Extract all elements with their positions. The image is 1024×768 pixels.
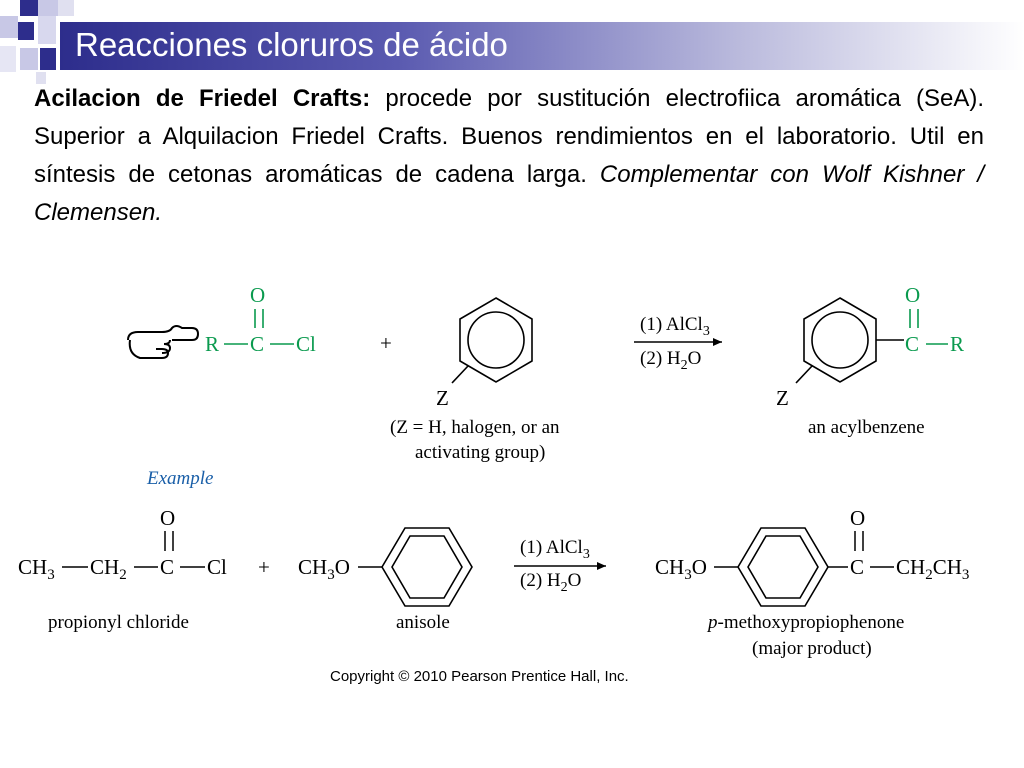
- svg-text:(1) AlCl3: (1) AlCl3: [520, 537, 590, 562]
- decor-square: [58, 0, 74, 16]
- slide-title: Reacciones cloruros de ácido: [75, 26, 508, 63]
- product-carbonyl-oxygen: O: [905, 283, 920, 307]
- decor-square: [18, 22, 34, 40]
- decor-square: [40, 48, 56, 70]
- svg-text:O: O: [160, 506, 175, 530]
- pointing-hand-icon: [127, 325, 200, 359]
- acyl-chloride-general: O R C Cl: [205, 283, 316, 356]
- conditions-example: (1) AlCl3 (2) H2O: [514, 537, 606, 595]
- product-r-group: R: [950, 332, 964, 356]
- plus-sign: +: [380, 331, 392, 355]
- svg-text:Cl: Cl: [207, 555, 227, 579]
- body-bold-lead: Acilacion de Friedel Crafts:: [34, 85, 371, 112]
- decor-square: [20, 0, 38, 16]
- methoxypropiophenone: CH3O O C CH2CH3: [655, 506, 969, 607]
- svg-text:(2) H2O: (2) H2O: [640, 348, 701, 373]
- chlorine: Cl: [296, 332, 316, 356]
- acylbenzene-product: [795, 297, 904, 384]
- arene-note-1: (Z = H, halogen, or an: [390, 417, 560, 438]
- decor-square: [38, 0, 58, 16]
- z-substituent: Z: [436, 386, 449, 410]
- copyright-notice: Copyright © 2010 Pearson Prentice Hall, …: [330, 668, 629, 685]
- anisole-name: anisole: [396, 612, 450, 633]
- product-carbonyl-carbon: C: [905, 332, 919, 356]
- decor-square: [20, 48, 38, 70]
- svg-text:(1) AlCl3: (1) AlCl3: [640, 314, 710, 339]
- svg-text:CH2: CH2: [90, 555, 127, 583]
- example-label: Example: [146, 468, 213, 489]
- svg-text:C: C: [160, 555, 174, 579]
- anisole: CH3O: [298, 527, 473, 607]
- carbonyl-carbon: C: [250, 332, 264, 356]
- body-paragraph: Acilacion de Friedel Crafts: procede por…: [34, 80, 984, 232]
- product-note: (major product): [752, 638, 872, 659]
- title-bar: [60, 22, 1024, 70]
- benzene-substituted: [451, 297, 533, 384]
- arene-note-2: activating group): [415, 442, 545, 463]
- svg-text:CH3: CH3: [18, 555, 55, 583]
- example-plus-sign: +: [258, 555, 270, 579]
- svg-text:CH3O: CH3O: [298, 555, 350, 583]
- r-group: R: [205, 332, 219, 356]
- decor-square: [38, 16, 56, 44]
- svg-text:CH2CH3: CH2CH3: [896, 555, 969, 583]
- carbonyl-oxygen: O: [250, 283, 265, 307]
- reagent-name: propionyl chloride: [48, 612, 189, 633]
- body-italic-tail: Complementar con Wolf Kishner / Clemense…: [34, 161, 985, 226]
- conditions-general: (1) AlCl3 (2) H2O: [634, 314, 722, 373]
- product-name: an acylbenzene: [808, 417, 925, 438]
- decor-square: [0, 16, 18, 38]
- product-z-substituent: Z: [776, 386, 789, 410]
- svg-text:O: O: [850, 506, 865, 530]
- svg-text:(2) H2O: (2) H2O: [520, 570, 581, 595]
- svg-text:CH3O: CH3O: [655, 555, 707, 583]
- decor-square: [36, 72, 46, 84]
- svg-text:C: C: [850, 555, 864, 579]
- propionyl-chloride: CH3 CH2 O C Cl: [18, 506, 227, 583]
- body-text: procede por sustitución electrofiica aro…: [34, 85, 985, 188]
- decor-square: [0, 46, 16, 72]
- product-example-name: p-methoxypropiophenone: [706, 612, 904, 633]
